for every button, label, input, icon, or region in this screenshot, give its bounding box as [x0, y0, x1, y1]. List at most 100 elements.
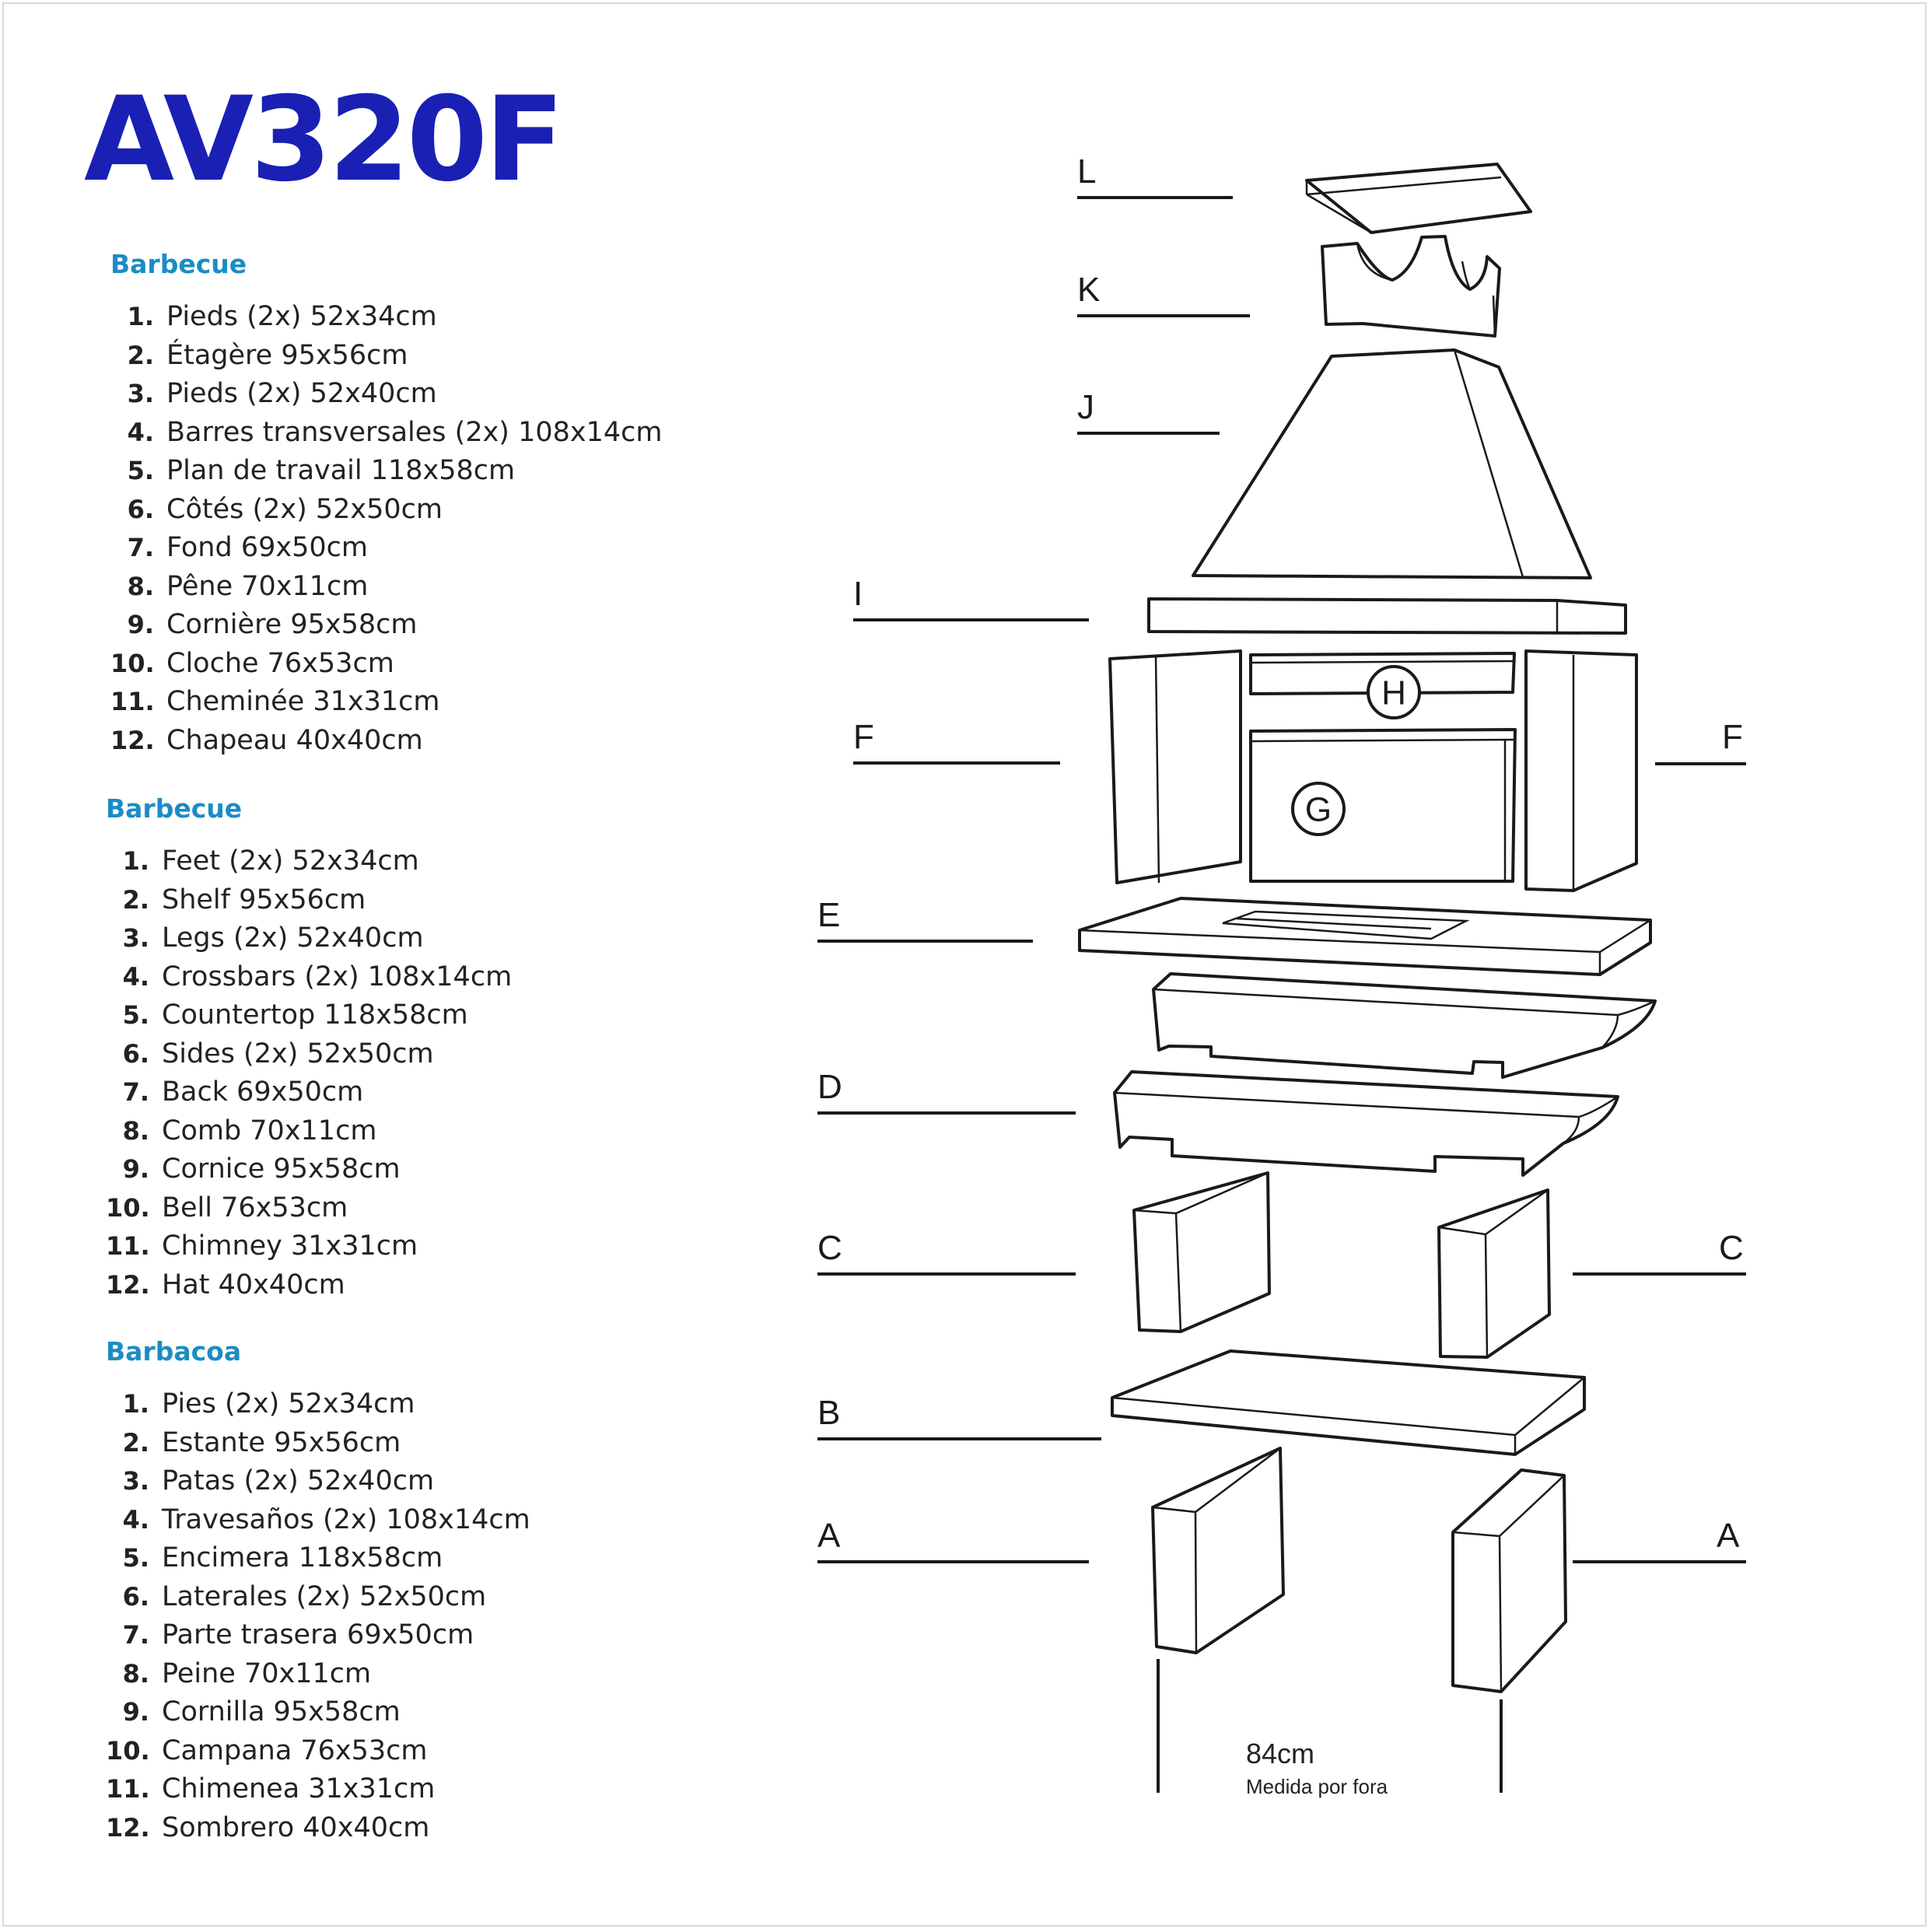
part-a-foot-left	[1151, 1447, 1285, 1654]
item-text: Chapeau 40x40cm	[166, 724, 423, 756]
label-a-right: A	[1717, 1517, 1740, 1555]
part-a-foot-right	[1451, 1468, 1567, 1693]
item-text: Travesaños (2x) 108x14cm	[162, 1503, 530, 1535]
part-d-crossbar-upper	[1152, 972, 1657, 1079]
item-text: Countertop 118x58cm	[162, 999, 468, 1031]
item-number: 11.	[106, 1774, 150, 1804]
parts-list-item: 8. Comb 70x11cm	[106, 1112, 377, 1151]
item-number: 2.	[122, 1427, 149, 1458]
item-number: 8.	[122, 1115, 149, 1146]
item-text: Pieds (2x) 52x40cm	[166, 378, 437, 409]
item-text: Plan de travail 118x58cm	[166, 455, 516, 486]
item-number: 4.	[122, 1504, 149, 1535]
item-number: 4.	[122, 961, 149, 992]
item-number: 6.	[122, 1581, 149, 1612]
item-text: Feet (2x) 52x34cm	[162, 845, 419, 877]
parts-list-item: 10. Cloche 76x53cm	[110, 645, 394, 684]
item-number: 7.	[122, 1620, 149, 1650]
label-l: L	[1077, 152, 1096, 191]
parts-list-item: 10.Campana 76x53cm	[106, 1732, 428, 1771]
parts-list-item: 10.Bell 76x53cm	[106, 1189, 348, 1228]
item-text: Cornière 95x58cm	[166, 609, 418, 640]
item-number: 11.	[110, 687, 155, 716]
part-k-chimney	[1321, 235, 1501, 338]
part-j-bell	[1192, 348, 1592, 579]
item-text: Étagère 95x56cm	[166, 339, 408, 371]
item-text: Parte trasera 69x50cm	[162, 1619, 474, 1650]
item-number: 11.	[106, 1231, 150, 1261]
parts-list-item: 3.Patas (2x) 52x40cm	[106, 1462, 434, 1501]
parts-list-item: 8.Pêne 70x11cm	[110, 568, 369, 607]
item-text: Barres transversales (2x) 108x14cm	[166, 416, 663, 448]
parts-list-item: 11.Cheminée 31x31cm	[110, 683, 439, 722]
parts-list-item: 2.Shelf 95x56cm	[106, 881, 366, 920]
dimension-note: Medida por fora	[1246, 1775, 1388, 1798]
item-number: 6.	[127, 494, 154, 524]
parts-list-item: 1.Pies (2x) 52x34cm	[106, 1385, 415, 1424]
label-j: J	[1077, 388, 1094, 426]
parts-list-item: 7. Back 69x50cm	[106, 1073, 364, 1112]
parts-list-item: 5.Encimera 118x58cm	[106, 1539, 443, 1578]
parts-list-item: 7. Parte trasera 69x50cm	[106, 1616, 474, 1655]
parts-list-item: 3.Legs (2x) 52x40cm	[106, 919, 424, 958]
parts-list-item: 12.Chapeau 40x40cm	[110, 722, 423, 761]
label-c-right: C	[1719, 1229, 1744, 1267]
parts-list-item: 1. Pieds (2x) 52x34cm	[110, 298, 437, 337]
parts-list-item: 6.Côtés (2x) 52x50cm	[110, 491, 443, 530]
item-number: 7.	[122, 1077, 149, 1107]
label-d: D	[817, 1068, 842, 1106]
parts-list-item: 2.Étagère 95x56cm	[110, 337, 408, 376]
item-number: 6.	[122, 1038, 149, 1069]
item-number: 3.	[122, 923, 149, 953]
parts-list-item: 5.Countertop 118x58cm	[106, 996, 468, 1035]
label-f-right: F	[1722, 718, 1743, 756]
product-title: AV320F	[84, 72, 565, 208]
item-number: 12.	[106, 1269, 150, 1300]
parts-list-item: 3.Pieds (2x) 52x40cm	[110, 375, 437, 414]
item-text: Back 69x50cm	[162, 1076, 364, 1108]
item-number: 9.	[127, 610, 154, 639]
label-c-left: C	[817, 1229, 842, 1267]
parts-list-item: 4.Crossbars (2x) 108x14cm	[106, 958, 513, 997]
item-number: 4.	[127, 417, 154, 447]
part-f-side-left	[1108, 649, 1242, 884]
parts-list-item: 9. Cornilla 95x58cm	[106, 1693, 401, 1732]
parts-list-item: 5. Plan de travail 118x58cm	[110, 452, 516, 491]
part-i-cornice	[1147, 597, 1627, 635]
item-number: 10.	[110, 648, 155, 678]
callout-g: G	[1291, 782, 1346, 836]
parts-list-item: 4. Barres transversales (2x) 108x14cm	[110, 414, 663, 453]
part-b-shelf	[1111, 1349, 1586, 1456]
item-number: 1.	[127, 302, 154, 331]
parts-list-item: 6.Sides (2x) 52x50cm	[106, 1035, 434, 1074]
label-f-left: F	[853, 718, 874, 756]
item-text: Chimney 31x31cm	[162, 1230, 418, 1262]
parts-list-item: 12.Hat 40x40cm	[106, 1266, 345, 1305]
parts-list-item: 1.Feet (2x) 52x34cm	[106, 842, 419, 881]
item-text: Cornilla 95x58cm	[162, 1696, 401, 1727]
part-d-crossbar-lower	[1113, 1070, 1619, 1177]
item-number: 3.	[122, 1466, 149, 1496]
item-number: 10.	[106, 1735, 150, 1766]
item-text: Peine 70x11cm	[162, 1657, 372, 1689]
parts-list-heading: Barbacoa	[106, 1336, 242, 1367]
item-text: Comb 70x11cm	[162, 1115, 377, 1146]
item-text: Encimera 118x58cm	[162, 1542, 443, 1573]
item-number: 9.	[122, 1154, 149, 1184]
item-text: Pieds (2x) 52x34cm	[166, 301, 437, 332]
part-f-side-right	[1524, 649, 1638, 892]
item-text: Shelf 95x56cm	[162, 884, 366, 915]
label-k: K	[1077, 271, 1100, 309]
parts-list-item: 11. Chimney 31x31cm	[106, 1227, 418, 1266]
item-text: Cloche 76x53cm	[166, 647, 394, 679]
item-number: 5.	[127, 456, 154, 485]
label-b: B	[817, 1394, 840, 1432]
item-number: 9.	[122, 1697, 149, 1727]
